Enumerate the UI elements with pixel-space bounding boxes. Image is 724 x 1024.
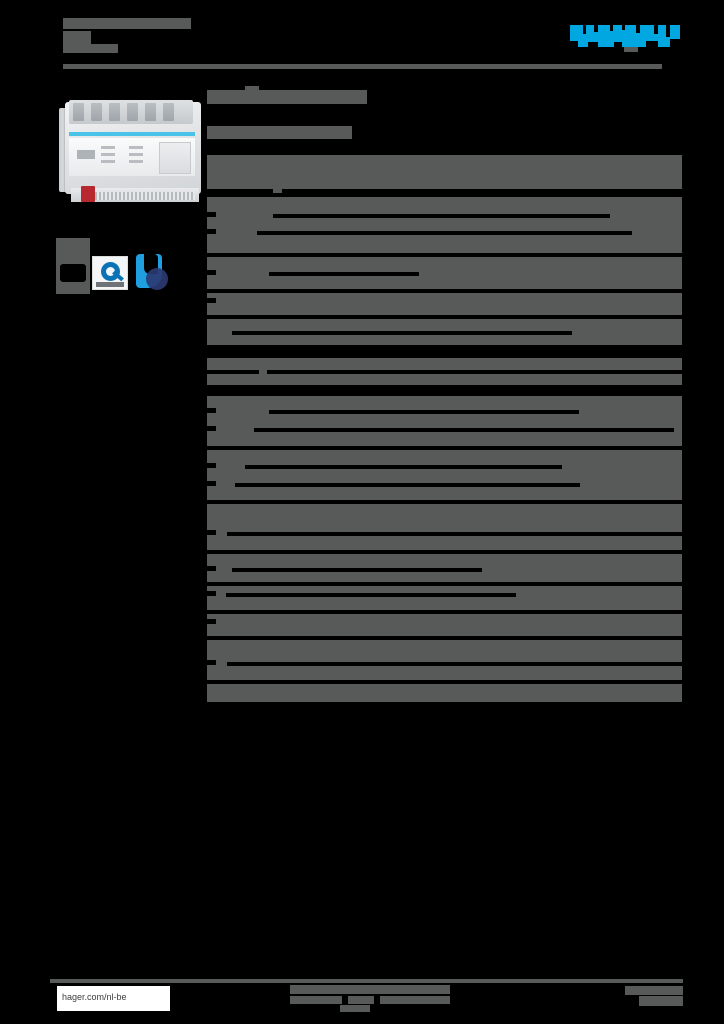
- logo-notch-6: [654, 25, 658, 34]
- spec-block-5: [207, 319, 682, 345]
- title-line-3: [63, 44, 118, 53]
- logo-notch-11: [646, 41, 658, 47]
- spec-block-8: [207, 450, 682, 500]
- page-footer: hager.com/nl-be: [50, 983, 683, 1015]
- row-left-notch: [207, 660, 216, 665]
- logo-notch-12: [670, 39, 680, 47]
- spec-block-1: [207, 155, 682, 193]
- row-text-gap: [232, 568, 482, 572]
- row-left-notch: [207, 591, 216, 596]
- hager-logo: [570, 25, 680, 52]
- row-left-notch: [207, 270, 216, 275]
- row-text-gap: [227, 532, 682, 536]
- row-text-gap: [254, 428, 674, 432]
- row-text-gap: [267, 370, 682, 374]
- row-left-notch: [207, 481, 216, 486]
- row-text-gap: [226, 593, 516, 597]
- hager-wordmark: [570, 25, 680, 47]
- section-heading-1: [207, 90, 367, 104]
- spec-block-14: [207, 684, 682, 702]
- badge-quality-q-icon: [92, 256, 128, 290]
- row-text-gap: [269, 410, 579, 414]
- section-heading-2: [207, 126, 352, 139]
- row-left-notch: [207, 463, 216, 468]
- row-text-gap: [207, 189, 273, 193]
- document-title: [63, 18, 203, 53]
- spec-block-10: [207, 554, 682, 582]
- product-accent-stripe: [69, 132, 195, 136]
- badge-blank: [56, 238, 90, 294]
- product-side-face: [59, 108, 69, 192]
- badge-logo-l-icon: [132, 252, 172, 292]
- product-image: [57, 88, 212, 213]
- logo-notch-5: [636, 25, 640, 33]
- footer-page-number: [625, 986, 683, 1008]
- spec-block-3: [207, 257, 682, 289]
- row-left-notch: [207, 408, 216, 413]
- spec-block-2: [207, 197, 682, 253]
- row-text-gap: [273, 214, 610, 218]
- row-left-notch: [207, 426, 216, 431]
- title-line-1-suffix: [163, 18, 191, 29]
- product-front-face: [69, 138, 195, 176]
- row-text-gap: [282, 189, 682, 193]
- row-left-notch: [207, 566, 216, 571]
- row-left-notch: [207, 530, 216, 535]
- footer-url-text[interactable]: hager.com/nl-be: [62, 992, 127, 1002]
- title-line-1: [63, 18, 186, 29]
- logo-notch-4: [622, 25, 625, 30]
- row-text-gap: [232, 331, 572, 335]
- spec-block-9: [207, 504, 682, 550]
- logo-notch-2: [594, 25, 598, 32]
- row-text-gap: [245, 465, 562, 469]
- logo-notch-8: [570, 41, 578, 47]
- logo-notch-1: [583, 25, 586, 34]
- spec-block-12: [207, 614, 682, 636]
- spec-block-13: [207, 640, 682, 680]
- header-divider: [63, 64, 662, 69]
- certification-badges: [56, 238, 176, 294]
- row-text-gap: [269, 272, 419, 276]
- product-top-terminals: [69, 100, 193, 124]
- row-left-notch: [207, 229, 216, 234]
- row-text-gap: [257, 231, 632, 235]
- product-red-tab: [81, 186, 95, 202]
- logo-notch-3: [610, 25, 613, 31]
- product-cover-panel: [159, 142, 191, 174]
- product-bottom-terminals: [71, 188, 199, 202]
- logo-notch-9: [588, 42, 598, 47]
- row-left-notch: [207, 212, 216, 217]
- row-text-gap: [207, 370, 259, 374]
- section-heading-1-cap: [245, 86, 259, 91]
- spec-block-11: [207, 586, 682, 610]
- spec-block-7: [207, 396, 682, 446]
- footer-url-box: hager.com/nl-be: [57, 986, 170, 1011]
- title-line-2: [63, 31, 91, 47]
- row-text-gap: [235, 483, 580, 487]
- logo-underdot: [624, 47, 638, 52]
- footer-center-text: [290, 983, 470, 1013]
- logo-notch-7: [666, 25, 670, 37]
- footer-divider: [50, 979, 683, 983]
- row-text-gap: [227, 662, 682, 666]
- row-left-notch: [207, 298, 216, 303]
- spec-block-4: [207, 293, 682, 315]
- page-header: [0, 0, 724, 72]
- row-left-notch: [207, 619, 216, 624]
- spec-block-6: [207, 358, 682, 385]
- logo-notch-10: [614, 42, 622, 47]
